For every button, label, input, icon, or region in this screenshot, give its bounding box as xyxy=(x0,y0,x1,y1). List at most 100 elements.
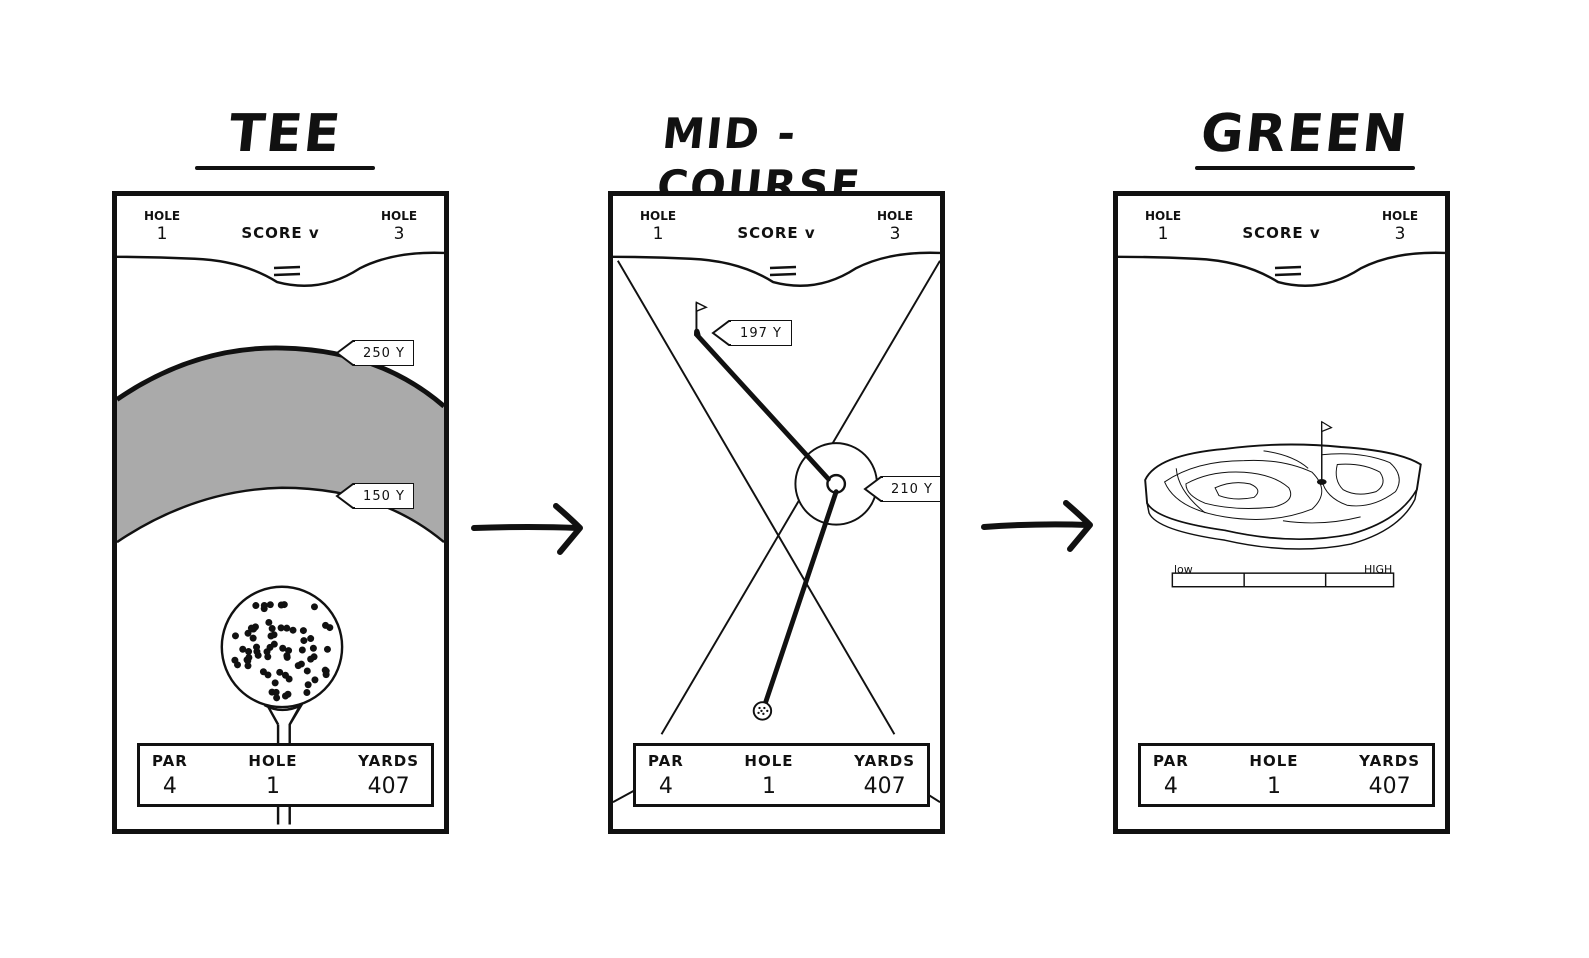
ball-dimple xyxy=(322,671,330,679)
prev-hole-indicator[interactable]: HOLE 1 xyxy=(1138,208,1188,243)
distance-tag-210: 210 Y xyxy=(883,477,940,501)
ball-dimple xyxy=(279,644,287,652)
drawer-handle-icon[interactable] xyxy=(1273,264,1303,278)
ball-dimple xyxy=(299,627,307,635)
slope-scale-bar xyxy=(1171,572,1395,588)
hole-label: HOLE xyxy=(143,209,181,223)
shot-path-from-ball xyxy=(760,489,839,712)
par-column: PAR 4 xyxy=(648,752,684,804)
fairway-near-edge xyxy=(117,486,444,544)
hole-column: HOLE 1 xyxy=(1249,752,1298,804)
score-dropdown[interactable]: SCORE v xyxy=(1118,224,1445,242)
ball-dimple xyxy=(264,671,272,679)
header-wave xyxy=(613,251,940,287)
hole-info-panel: PAR 4 HOLE 1 YARDS 407 xyxy=(633,743,930,807)
distance-tag-197: 197 Y xyxy=(731,321,791,345)
next-hole-indicator[interactable]: HOLE 3 xyxy=(1375,208,1425,244)
hole-label: HOLE xyxy=(1144,209,1182,223)
ball-dimple xyxy=(307,635,315,643)
ball-dimple xyxy=(231,632,239,640)
ball-dimple xyxy=(300,637,308,645)
score-dropdown[interactable]: SCORE v xyxy=(613,224,940,242)
ball-dimple xyxy=(277,624,285,632)
yards-column: YARDS 407 xyxy=(1359,752,1420,804)
distance-tag-250: 250 Y xyxy=(355,341,413,365)
ball-dimple xyxy=(298,646,306,654)
next-hole-indicator[interactable]: HOLE 3 xyxy=(374,208,424,243)
hole-number: 3 xyxy=(1394,224,1406,244)
ball-dimple xyxy=(304,681,312,689)
stage-title-tee: TEE xyxy=(185,104,385,178)
ball-dimple xyxy=(244,662,252,670)
hole-info-panel: PAR 4 HOLE 1 YARDS 407 xyxy=(1138,743,1435,807)
fairway-zone xyxy=(117,347,444,543)
score-label: SCORE v xyxy=(1242,224,1321,242)
shot-path-to-flag xyxy=(694,328,831,482)
distance-tag-150: 150 Y xyxy=(355,484,413,508)
ball-dimple xyxy=(289,626,297,634)
ball-dimple xyxy=(303,689,311,696)
ball-dimple xyxy=(273,694,281,702)
ball-dimple xyxy=(271,679,279,687)
prev-hole-indicator[interactable]: HOLE 1 xyxy=(633,208,683,244)
ball-dimple xyxy=(247,624,255,632)
score-label: SCORE v xyxy=(241,224,320,242)
ball-dimple xyxy=(245,648,253,656)
ball-dimple xyxy=(276,668,284,676)
ball-dimple xyxy=(264,653,272,661)
ball-dimple xyxy=(277,601,285,609)
hole-label: HOLE xyxy=(1249,752,1299,770)
hole-value: 1 xyxy=(1266,774,1281,799)
phone-screen-mid-course: HOLE 1 SCORE v HOLE 3 197 Y 210 Y PAR 4 … xyxy=(608,191,945,834)
ball-dimple xyxy=(311,676,319,684)
stage-title-green: GREEN xyxy=(1190,104,1420,178)
flag-icon xyxy=(1321,420,1333,482)
ball-dimple xyxy=(284,690,292,698)
header-wave xyxy=(1118,251,1445,287)
ball-dimple xyxy=(323,645,331,653)
ball-dimple xyxy=(285,647,293,655)
score-dropdown[interactable]: SCORE v xyxy=(117,224,444,242)
ball-dimple xyxy=(260,601,268,609)
ball-dimple xyxy=(281,671,289,679)
stage-title-mid-course: MID - COURSE xyxy=(655,108,940,210)
hole-label: HOLE xyxy=(639,209,677,223)
drawer-handle-icon[interactable] xyxy=(768,264,798,278)
par-value: 4 xyxy=(658,774,673,799)
par-label: PAR xyxy=(1153,752,1189,770)
par-column: PAR 4 xyxy=(152,752,188,804)
phone-screen-green: HOLE 1 SCORE v HOLE 3 low HIGH PAR 4 HOL… xyxy=(1113,191,1450,834)
hole-label: HOLE xyxy=(1381,209,1419,223)
yards-label: YARDS xyxy=(1359,752,1420,770)
ball-dimple xyxy=(268,625,276,633)
hole-label: HOLE xyxy=(248,752,298,770)
yards-label: YARDS xyxy=(358,752,419,770)
prev-hole-indicator[interactable]: HOLE 1 xyxy=(137,208,187,243)
drawer-handle-icon[interactable] xyxy=(272,264,302,278)
hole-number: 1 xyxy=(652,224,664,244)
hole-column: HOLE 1 xyxy=(744,752,793,804)
green-topography-map xyxy=(1144,443,1422,550)
yards-value: 407 xyxy=(1368,774,1411,799)
fairway-far-edge xyxy=(117,345,444,409)
score-label: SCORE v xyxy=(737,224,816,242)
ball-dimple xyxy=(253,648,261,656)
green-view-art xyxy=(1118,251,1445,588)
ball-dimple xyxy=(267,632,275,640)
hole-number: 3 xyxy=(889,224,901,244)
ball-dimple xyxy=(252,602,260,610)
slope-high-label: HIGH xyxy=(1364,563,1393,576)
stage-title-text: TEE xyxy=(225,104,345,164)
par-value: 4 xyxy=(1163,774,1178,799)
ball-dimple xyxy=(294,662,302,670)
ball-dimple xyxy=(265,618,273,626)
slope-low-label: low xyxy=(1174,563,1193,576)
title-underline xyxy=(195,166,375,170)
ball-dimple xyxy=(266,643,274,651)
stage-title-text: GREEN xyxy=(1198,104,1412,164)
next-hole-indicator[interactable]: HOLE 3 xyxy=(870,208,920,244)
ball-dimple xyxy=(303,667,311,675)
yards-label: YARDS xyxy=(854,752,915,770)
ball-dimple xyxy=(310,603,318,611)
ball-dimple xyxy=(322,621,330,629)
